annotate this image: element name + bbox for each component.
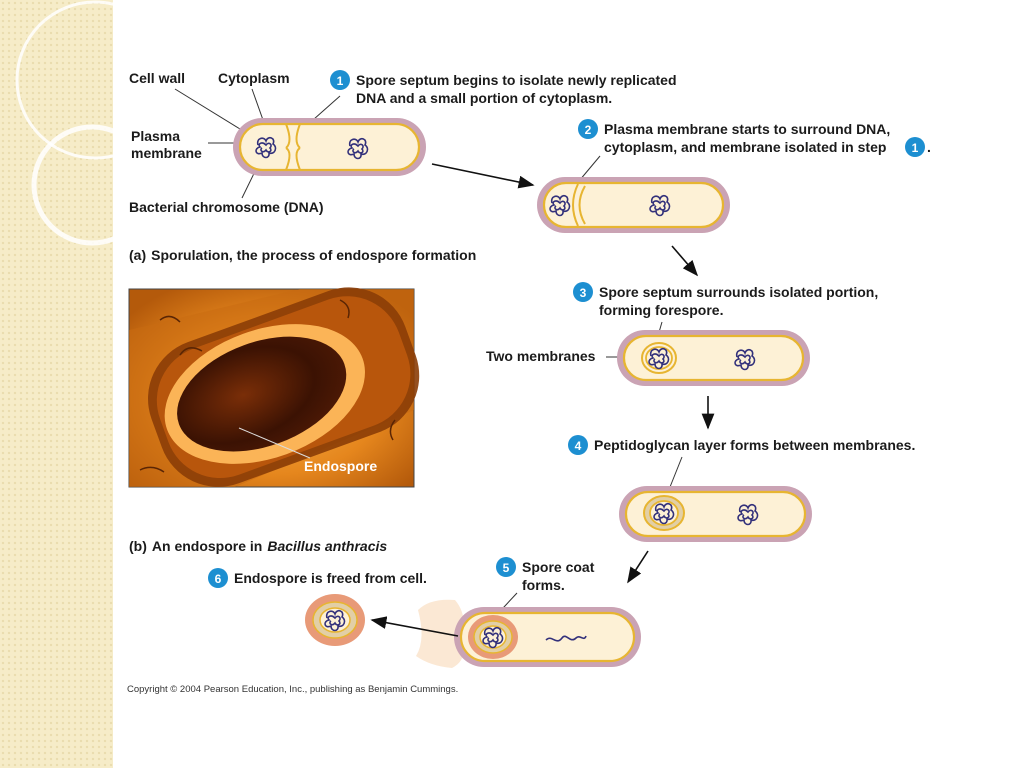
step-6-badge: 6: [208, 568, 228, 588]
pointer-endospore: [238, 427, 311, 459]
label-membrane: membrane: [131, 145, 202, 161]
cell-stage-4: [619, 486, 812, 542]
sporulation-diagram: Cell wall Cytoplasm Plasma membrane Bact…: [127, 70, 931, 695]
svg-text:2: 2: [585, 123, 592, 137]
label-endospore: Endospore: [304, 458, 377, 474]
label-cell-wall: Cell wall: [129, 70, 185, 86]
arrow-4-to-5: [627, 550, 649, 584]
step-2-badge: 2: [578, 119, 598, 139]
cell-stage-5: [416, 599, 641, 668]
step-1-badge: 1: [330, 70, 350, 90]
step-5-line-2: forms.: [522, 577, 565, 593]
label-two-membranes: Two membranes: [486, 348, 596, 364]
svg-text:1: 1: [912, 141, 919, 155]
slide-content: Cell wall Cytoplasm Plasma membrane Bact…: [113, 0, 1024, 768]
label-cytoplasm: Cytoplasm: [218, 70, 290, 86]
step-3-badge: 3: [573, 282, 593, 302]
sidebar-circles: [15, 0, 175, 246]
arrow-1-to-2: [431, 163, 535, 189]
step-5-line-1: Spore coat: [522, 559, 595, 575]
step-2-line-1: Plasma membrane starts to surround DNA,: [604, 121, 890, 137]
free-endospore: [305, 594, 365, 646]
step-5-badge: 5: [496, 557, 516, 577]
svg-text:6: 6: [215, 572, 222, 586]
step-2-ref-badge: 1: [905, 137, 925, 157]
lysing-cell-debris: [416, 599, 464, 668]
label-chromosome: Bacterial chromosome (DNA): [129, 199, 324, 215]
pointer-cell-wall: [174, 88, 241, 130]
step-2-period: .: [927, 139, 931, 155]
step-1-line-1: Spore septum begins to isolate newly rep…: [356, 72, 677, 88]
degraded-dna: [545, 635, 587, 642]
arrow-2-to-3: [671, 245, 699, 277]
svg-text:4: 4: [575, 439, 582, 453]
svg-text:3: 3: [580, 286, 587, 300]
svg-text:5: 5: [503, 561, 510, 575]
endospore-micrograph: Endospore: [128, 287, 420, 488]
step-3-line-1: Spore septum surrounds isolated portion,: [599, 284, 878, 300]
cell-stage-2: [537, 177, 730, 233]
decorative-sidebar: [0, 0, 175, 768]
label-plasma: Plasma: [131, 128, 180, 144]
cell-stage-1: [233, 118, 426, 176]
step-2-line-2: cytoplasm, and membrane isolated in step: [604, 139, 886, 155]
step-4-line-1: Peptidoglycan layer forms between membra…: [594, 437, 915, 453]
step-3-line-2: forming forespore.: [599, 302, 723, 318]
caption-a: (a)Sporulation, the process of endospore…: [129, 247, 476, 263]
step-1-line-2: DNA and a small portion of cytoplasm.: [356, 90, 612, 106]
copyright-notice: Copyright © 2004 Pearson Education, Inc.…: [127, 684, 458, 695]
cell-stage-3: [617, 330, 810, 386]
svg-text:1: 1: [337, 74, 344, 88]
step-4-badge: 4: [568, 435, 588, 455]
step-6-line-1: Endospore is freed from cell.: [234, 570, 427, 586]
arrow-5-to-6: [370, 616, 459, 637]
